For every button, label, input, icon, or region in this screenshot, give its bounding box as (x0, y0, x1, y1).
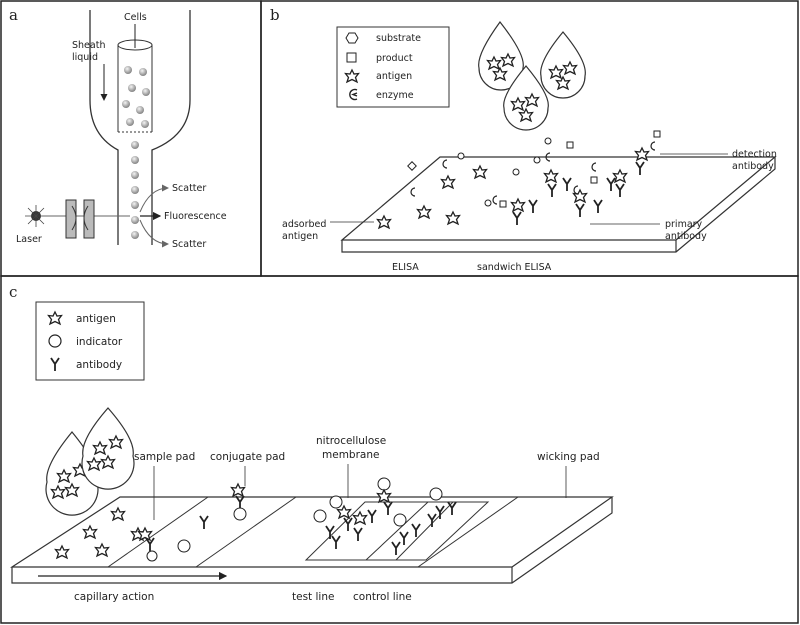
lens-icon (71, 205, 89, 231)
label-liquid: liquid (72, 52, 98, 63)
label-sample-pad: sample pad (134, 451, 195, 463)
lens-frame-right (83, 199, 95, 239)
flow-cell-nozzle (89, 10, 191, 245)
substrates (457, 137, 552, 207)
legend-c-2-label: antibody (76, 359, 122, 371)
label-primary-1: primary (665, 219, 703, 230)
laser-icon (25, 205, 47, 227)
test-line-complexes (313, 477, 393, 550)
crescent-icon (349, 88, 358, 101)
legend-b-0-label: substrate (376, 33, 421, 44)
sample-drop (81, 407, 135, 490)
label-capillary: capillary action (74, 591, 154, 603)
label-conjugate-pad: conjugate pad (210, 451, 285, 463)
sample-tube (117, 45, 153, 132)
legend-b-1-label: product (376, 53, 413, 64)
panel-c-letter: c (9, 283, 17, 301)
label-detection-2: antibody (732, 161, 774, 172)
label-nitro-2: membrane (322, 449, 379, 461)
label-control-line: control line (353, 591, 412, 603)
label-scatter-top: Scatter (172, 183, 206, 194)
label-adsorbed-2: antigen (282, 231, 318, 242)
scatter-bottom-arrow (139, 219, 169, 248)
label-sandwich: sandwich ELISA (477, 262, 552, 273)
cells (122, 66, 150, 239)
panel-a-letter: a (9, 6, 18, 24)
label-fluorescence: Fluorescence (164, 211, 227, 222)
hexagon-icon (345, 32, 359, 44)
circle-icon (48, 334, 62, 348)
enzymes (410, 141, 656, 205)
lens-frame-left (65, 199, 77, 239)
products (407, 130, 661, 208)
label-cells: Cells (124, 12, 147, 23)
control-line-complexes (391, 487, 457, 556)
label-detection-1: detection (732, 149, 777, 160)
label-nitro-1: nitrocellulose (316, 435, 386, 447)
label-test-line: test line (292, 591, 334, 603)
test-strip (9, 496, 614, 584)
legend-b-3-label: enzyme (376, 90, 414, 101)
panel-c-frame (0, 275, 799, 624)
panel-b: b substrate product antigen enzyme (270, 6, 777, 273)
label-adsorbed-1: adsorbed (282, 219, 326, 230)
label-primary-2: antibody (665, 231, 707, 242)
antigen-drop (478, 21, 524, 91)
square-icon (346, 52, 357, 63)
antigen-drop (540, 31, 586, 99)
panel-a: a Sheath liquid Cells Laser (9, 6, 227, 250)
legend-b-2-label: antigen (376, 71, 412, 82)
panel-b-letter: b (270, 6, 280, 24)
label-scatter-bottom: Scatter (172, 239, 206, 250)
legend-c-1-label: indicator (76, 336, 123, 348)
control-line-zone (364, 501, 490, 561)
antigen-drop (503, 65, 549, 131)
conjugates (137, 483, 247, 562)
label-sheath: Sheath (72, 40, 105, 51)
label-wicking-pad: wicking pad (537, 451, 600, 463)
elisa-plate (340, 156, 777, 253)
legend-c-0-label: antigen (76, 313, 116, 325)
scatter-top-arrow (139, 184, 169, 213)
panel-c: c antigen indicator antibody (9, 283, 614, 603)
label-elisa: ELISA (392, 262, 419, 273)
label-laser: Laser (16, 234, 42, 245)
